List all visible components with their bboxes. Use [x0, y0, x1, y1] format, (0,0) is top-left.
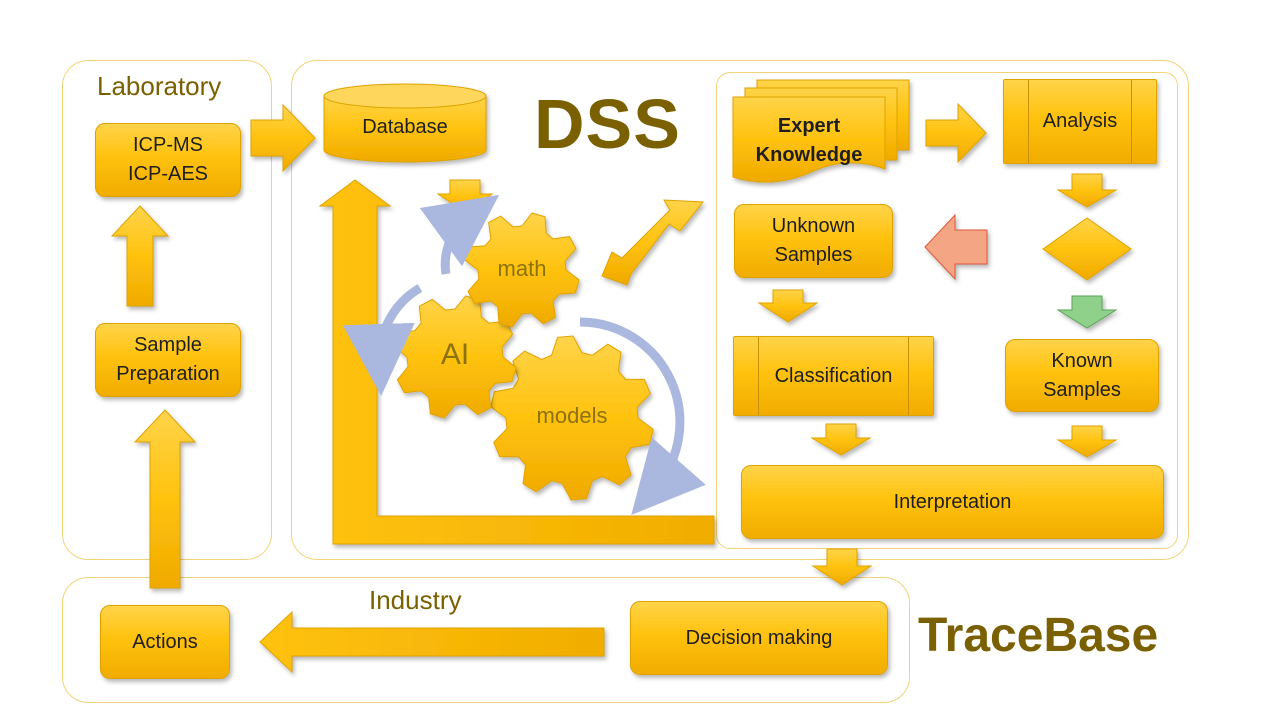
- classification-label: Classification: [774, 364, 893, 387]
- expert-label: Expert: [777, 115, 841, 137]
- arrow-expert-to-analysis: [925, 102, 987, 164]
- analysis-label: Analysis: [1042, 110, 1118, 132]
- dss-title: DSS: [534, 85, 681, 163]
- industry-title: Industry: [369, 585, 462, 615]
- unknown-label: Unknown: [771, 215, 856, 237]
- laboratory-title: Laboratory: [97, 71, 222, 101]
- classification-box[interactable]: Classification: [733, 336, 934, 416]
- industry-panel: [62, 577, 910, 703]
- preparation-label: Preparation: [116, 363, 220, 385]
- arrow-decision-to-known: [1056, 295, 1118, 329]
- expert-knowledge-label[interactable]: Expert Knowledge: [735, 112, 883, 170]
- known-samples-label: Samples: [1043, 378, 1121, 401]
- database-label[interactable]: Database: [362, 116, 448, 138]
- interpretation-box[interactable]: Interpretation: [741, 465, 1164, 539]
- decision-making-box[interactable]: Decision making: [630, 601, 888, 675]
- decision-making-label: Decision making: [685, 626, 833, 649]
- arrow-icp-to-database: [250, 103, 316, 173]
- flow-panel: [716, 72, 1178, 549]
- arrow-analysis-to-decision: [1056, 173, 1118, 208]
- interpretation-label: Interpretation: [893, 490, 1012, 513]
- decision-diamond: [1042, 217, 1132, 281]
- unknown-samples-label: Samples: [774, 244, 853, 266]
- known-label: Known: [1051, 349, 1113, 372]
- arrow-known-to-interpretation: [1056, 425, 1118, 458]
- arrow-unknown-to-classification: [757, 289, 819, 323]
- known-samples-box[interactable]: Known Samples: [1005, 339, 1159, 412]
- arrow-decision-to-unknown: [924, 213, 988, 281]
- gear-models: [490, 335, 654, 501]
- arrow-database-to-gears: [436, 179, 494, 213]
- sample-label: Sample: [134, 334, 202, 356]
- double-arrow-gears-flow: [601, 199, 704, 286]
- arrow-actions-to-sample: [133, 409, 197, 589]
- curved-arrow-math: [419, 194, 500, 275]
- analysis-box[interactable]: Analysis: [1003, 79, 1157, 164]
- expert-knowledge-document: [732, 79, 910, 183]
- icp-aes-label: ICP-AES: [127, 163, 209, 185]
- dss-panel: [291, 60, 1189, 560]
- tracebase-title: TraceBase: [918, 609, 1159, 662]
- actions-label: Actions: [132, 630, 198, 653]
- curved-arrow-models: [579, 317, 706, 516]
- curved-arrow-ai: [342, 284, 423, 396]
- actions-box[interactable]: Actions: [100, 605, 230, 679]
- icp-ms-label: ICP-MS: [133, 134, 203, 156]
- gear-ai-label: AI: [440, 338, 470, 371]
- sample-preparation-box[interactable]: Sample Preparation: [95, 323, 241, 397]
- gear-math-label: math: [497, 256, 547, 281]
- arrow-sample-to-icp: [110, 205, 170, 307]
- database-cylinder: [323, 83, 487, 163]
- knowledge-label: Knowledge: [755, 144, 863, 166]
- gear-models-label: models: [536, 403, 608, 428]
- icp-box[interactable]: ICP-MS ICP-AES: [95, 123, 241, 197]
- arrow-interpretation-to-decision: [811, 548, 873, 586]
- arrow-decision-to-actions: [259, 610, 605, 674]
- unknown-samples-box[interactable]: Unknown Samples: [734, 204, 893, 278]
- arrow-classification-to-interpretation: [810, 423, 872, 456]
